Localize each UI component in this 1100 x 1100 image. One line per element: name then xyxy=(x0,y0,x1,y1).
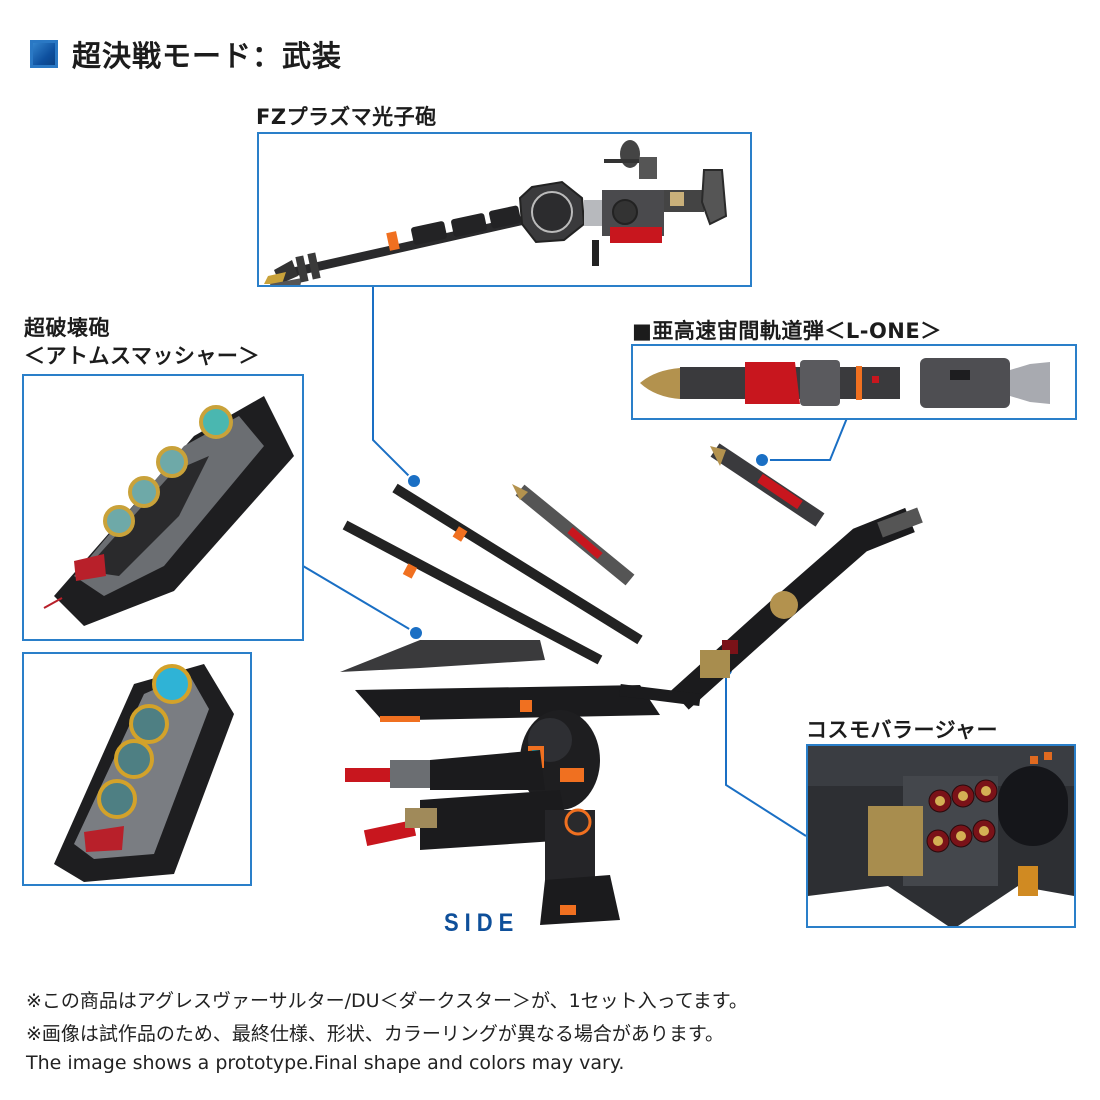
connector-dot xyxy=(408,625,424,641)
blue-square-icon xyxy=(30,40,58,68)
cosmo-barrager-label: コスモバラージャー xyxy=(806,718,999,742)
l-one-image-box xyxy=(631,344,1077,420)
fz-plasma-image-box xyxy=(257,132,752,287)
l-one-label: ■亜高速宙間軌道弾＜L-ONE＞ xyxy=(632,319,942,343)
cosmo-barrager-closeup xyxy=(808,746,1074,926)
cosmo-barrager-image-box xyxy=(806,744,1076,928)
footer-note-1: ※この商品はアグレスヴァーサルター/DU＜ダークスター＞が、1セット入ってます。 xyxy=(26,990,748,1012)
fz-plasma-label: FZプラズマ光子砲 xyxy=(256,105,437,129)
atom-smasher-label-line1: 超破壊砲 xyxy=(24,316,110,340)
connector-dot xyxy=(754,452,770,468)
robot-figure-illustration xyxy=(340,443,923,925)
view-label-side: SIDE xyxy=(444,908,520,937)
section-header: 超決戦モード：武装 xyxy=(30,33,342,75)
atom-smasher-image-box-1 xyxy=(22,374,304,641)
main-figure-image xyxy=(330,440,950,940)
connector-dot xyxy=(406,473,422,489)
footer-note-2: ※画像は試作品のため、最終仕様、形状、カラーリングが異なる場合があります。 xyxy=(26,1023,725,1045)
plasma-cannon-illustration xyxy=(264,140,728,285)
missile-illustration xyxy=(640,358,1050,408)
page-title: 超決戦モード：武装 xyxy=(72,39,343,73)
atom-smasher-closeup-2 xyxy=(54,664,234,882)
atom-smasher-closeup-1 xyxy=(43,396,294,626)
atom-smasher-label-line2: ＜アトムスマッシャー＞ xyxy=(24,344,260,368)
atom-smasher-image-box-2 xyxy=(22,652,252,886)
footer-note-english: The image shows a prototype.Final shape … xyxy=(26,1052,625,1074)
